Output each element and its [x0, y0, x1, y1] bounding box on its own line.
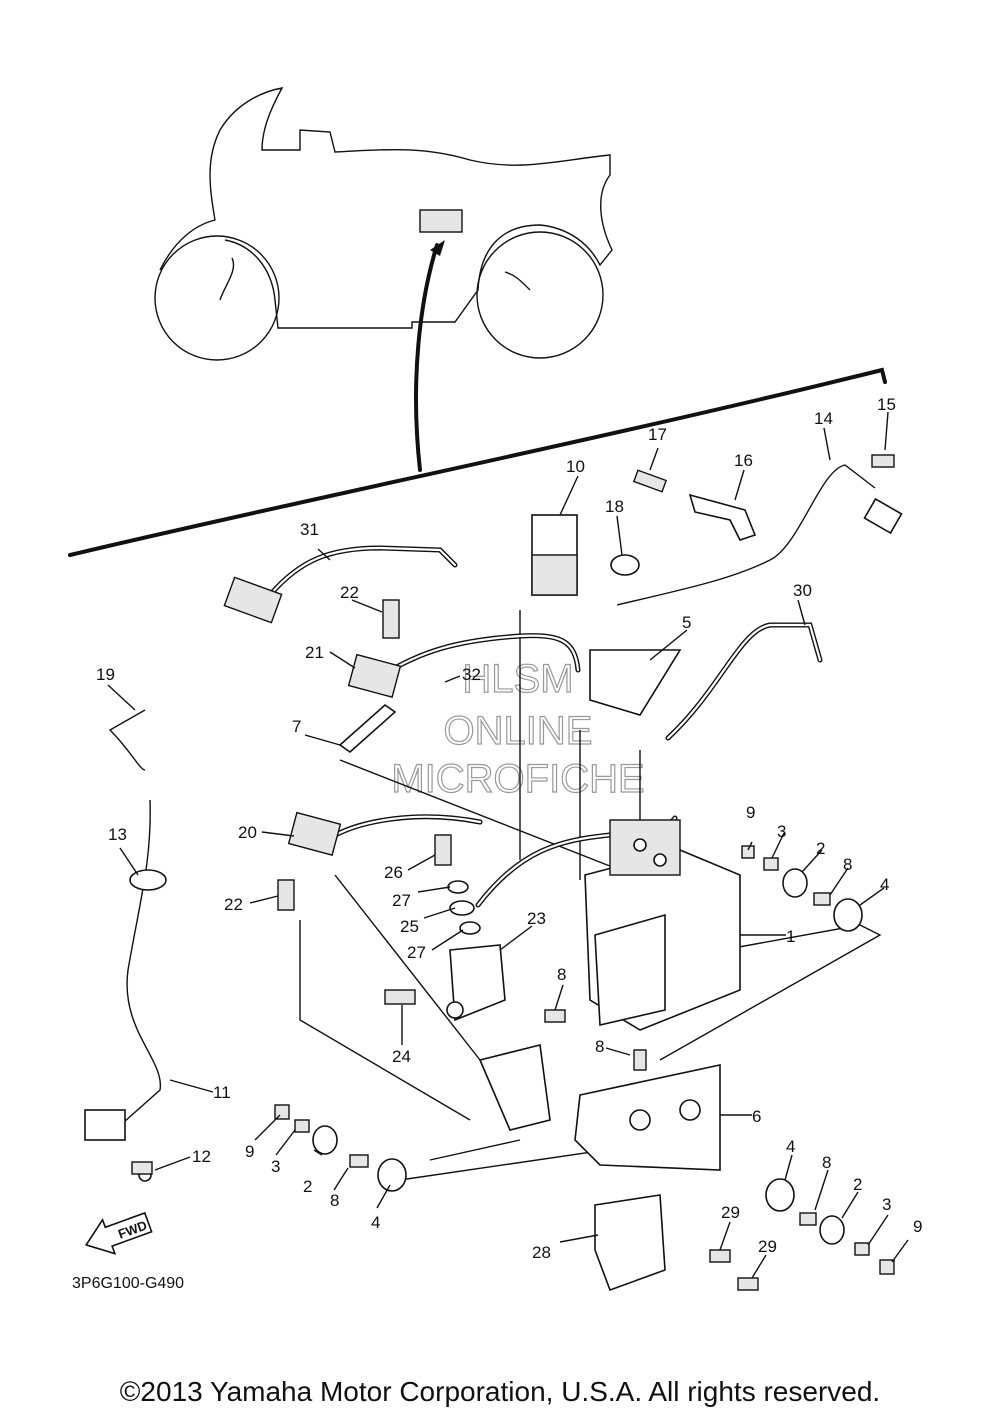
callout-2: 2 — [303, 1177, 312, 1196]
callout-12: 12 — [192, 1147, 211, 1166]
callout-9: 9 — [245, 1142, 254, 1161]
callout-3: 3 — [777, 822, 786, 841]
callout-10: 10 — [566, 457, 585, 476]
callout-7: 7 — [292, 717, 301, 736]
callout-11: 11 — [213, 1083, 231, 1102]
callout-8: 8 — [822, 1153, 831, 1172]
watermark-line-1: HLSM — [462, 657, 573, 701]
watermark-line-3: MICROFICHE — [391, 757, 644, 801]
callout-2: 2 — [853, 1175, 862, 1194]
callout-9: 9 — [913, 1217, 922, 1236]
callout-26: 26 — [384, 863, 403, 882]
callout-18: 18 — [605, 497, 624, 516]
callout-19: 19 — [96, 665, 115, 684]
watermark: HLSM ONLINE MICROFICHE — [391, 656, 646, 801]
callout-1: 1 — [786, 927, 795, 946]
callout-6: 6 — [752, 1107, 761, 1126]
callout-5: 5 — [682, 613, 691, 632]
callout-32: 32 — [462, 665, 481, 684]
callout-13: 13 — [108, 825, 127, 844]
brake-pipes — [114, 464, 876, 1131]
leader-lines — [107, 411, 909, 1279]
copyright-notice: ©2013 Yamaha Motor Corporation, U.S.A. A… — [119, 1376, 881, 1407]
callout-24: 24 — [392, 1047, 411, 1066]
callout-4: 4 — [880, 875, 889, 894]
parts — [84, 454, 903, 1292]
fwd-arrow: FWD — [84, 1211, 153, 1255]
callout-31: 31 — [300, 520, 319, 539]
callout-25: 25 — [400, 917, 419, 936]
callout-22: 22 — [224, 895, 243, 914]
callout-15: 15 — [877, 395, 896, 414]
diagram-code: 3P6G100-G490 — [72, 1275, 184, 1292]
callout-17: 17 — [648, 425, 667, 444]
motorcycle-outline — [154, 87, 613, 472]
callout-16: 16 — [734, 451, 753, 470]
callout-27: 27 — [407, 943, 426, 962]
callout-8: 8 — [330, 1191, 339, 1210]
callout-4: 4 — [371, 1213, 380, 1232]
callout-27: 27 — [392, 891, 411, 910]
callout-29: 29 — [758, 1237, 777, 1256]
watermark-line-2: ONLINE — [444, 709, 593, 753]
callout-21: 21 — [305, 643, 324, 662]
callout-3: 3 — [271, 1157, 280, 1176]
callout-8: 8 — [557, 965, 566, 984]
section-divider — [68, 367, 887, 557]
callout-30: 30 — [793, 581, 812, 600]
callout-23: 23 — [527, 909, 546, 928]
callout-2: 2 — [816, 839, 825, 858]
callout-28: 28 — [532, 1243, 551, 1262]
callout-29: 29 — [721, 1203, 740, 1222]
callout-8: 8 — [595, 1037, 604, 1056]
callout-22: 22 — [340, 583, 359, 602]
callout-3: 3 — [882, 1195, 891, 1214]
callout-9: 9 — [746, 803, 755, 822]
callout-14: 14 — [814, 409, 833, 428]
callout-4: 4 — [786, 1137, 795, 1156]
callout-20: 20 — [238, 823, 257, 842]
callout-8: 8 — [843, 855, 852, 874]
callout-numbers: 1 2 2 2 3 3 3 4 4 4 5 6 7 8 8 8 8 8 9 9 … — [96, 395, 922, 1262]
